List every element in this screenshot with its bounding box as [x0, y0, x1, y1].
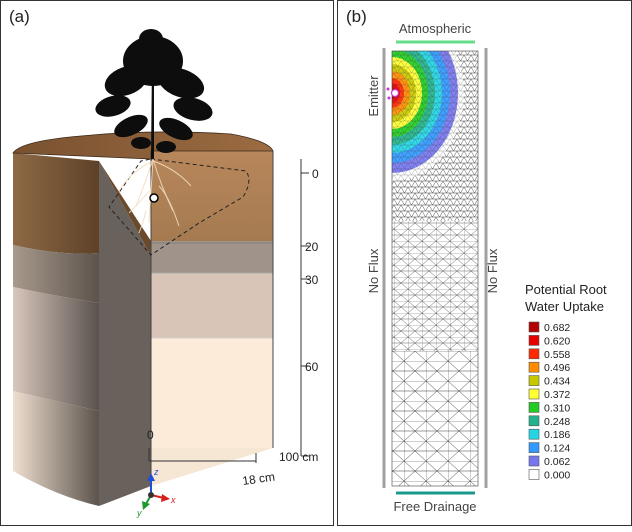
- legend-swatch: [528, 388, 540, 400]
- boundary-top-label: Atmospheric: [399, 21, 472, 36]
- legend-value: 0.310: [544, 402, 570, 414]
- cylinder-cut-face: [150, 151, 274, 486]
- legend-value: 0.372: [544, 389, 570, 401]
- depth-tick-30: 30: [305, 273, 319, 287]
- emitter-label: Emitter: [366, 75, 381, 117]
- soil-cylinder-diagram: 0 20 30 60 100 cm 18 cm 0 z x y: [12, 29, 319, 518]
- legend-swatch: [528, 348, 540, 360]
- legend-value: 0.124: [544, 443, 570, 455]
- panel-a: (a): [0, 0, 334, 526]
- legend-swatch: [528, 469, 540, 480]
- legend-value: 0.186: [544, 429, 570, 441]
- emitter-point: [149, 193, 159, 203]
- right-boundary-label: No Flux: [485, 248, 500, 293]
- legend-value: 0.682: [544, 322, 570, 334]
- legend-value: 0.062: [544, 456, 570, 468]
- plant-roots: [118, 158, 192, 234]
- legend-swatch: [528, 428, 540, 440]
- legend-value: 0.558: [544, 349, 570, 361]
- legend-value: 0.620: [544, 335, 570, 347]
- legend-value: 0.000: [544, 469, 570, 481]
- legend-value: 0.248: [544, 416, 570, 428]
- legend-swatch: [528, 321, 540, 333]
- legend-swatch: [528, 402, 540, 413]
- legend-swatch: [528, 361, 540, 373]
- panel-a-label: (a): [9, 7, 30, 26]
- legend-title-line1: Potential Root: [525, 282, 607, 297]
- legend-title-line2: Water Uptake: [525, 299, 604, 314]
- simulation-domain: Atmospheric Free Drainage: [366, 21, 607, 514]
- axis-z-label: z: [153, 467, 159, 477]
- legend-swatch: [528, 415, 540, 427]
- emitter-marker: [386, 87, 400, 100]
- panel-b: (b) Atmospheric Free Drainage: [337, 0, 632, 526]
- legend-swatch: [528, 455, 540, 467]
- legend-value: 0.434: [544, 376, 570, 388]
- depth-tick-100: 100 cm: [279, 450, 318, 464]
- depth-tick-20: 20: [305, 240, 319, 254]
- cylinder-outer-wall: [13, 153, 151, 506]
- axis-y-label: y: [136, 508, 142, 518]
- boundary-bottom-label: Free Drainage: [393, 499, 476, 514]
- depth-axis: [148, 159, 309, 463]
- finite-element-mesh: [392, 51, 478, 486]
- panel-b-label: (b): [346, 7, 367, 26]
- left-boundary-label: No Flux: [366, 248, 381, 293]
- legend-value: 0.496: [544, 362, 570, 374]
- tomato-plant: [95, 29, 213, 159]
- legend-swatch: [528, 375, 540, 386]
- coordinate-axes-icon: [142, 473, 170, 510]
- depth-tick-0: 0: [312, 167, 319, 181]
- radius-label: 18 cm: [241, 470, 275, 488]
- legend-swatch: [528, 335, 540, 346]
- legend-swatch: [528, 442, 540, 453]
- depth-tick-60: 60: [305, 360, 319, 374]
- root-zone-outline: [108, 158, 250, 256]
- axis-x-label: x: [170, 495, 176, 505]
- origin-label: 0: [147, 428, 154, 442]
